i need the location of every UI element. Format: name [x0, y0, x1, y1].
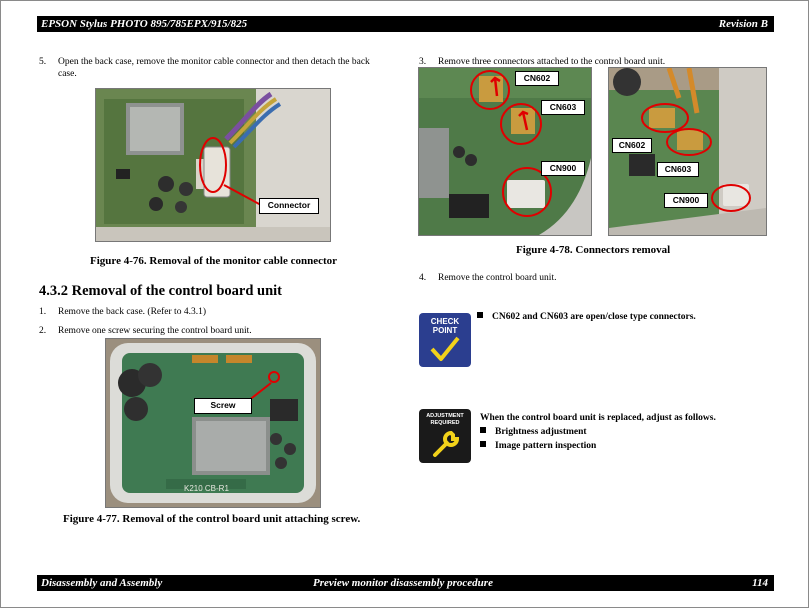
- fig78-label-cn602-a: CN602: [515, 71, 559, 86]
- step2-text: Remove one screw securing the control bo…: [58, 326, 252, 336]
- adjust-text: When the control board unit is replaced,…: [480, 413, 716, 423]
- step3-number: 3.: [419, 57, 427, 67]
- fig78-label-cn603-b: CN603: [657, 162, 699, 177]
- step5-text-line1: Open the back case, remove the monitor c…: [58, 57, 370, 67]
- section-title: 4.3.2 Removal of the control board unit: [39, 283, 283, 299]
- adjust-item-1-text: Brightness adjustment: [495, 427, 587, 437]
- fig77-caption: Figure 4-77. Removal of the control boar…: [63, 513, 361, 525]
- fig77-board-text: K210 CB-R1: [184, 484, 229, 493]
- bullet-square-icon: [480, 441, 486, 447]
- header-revision: Revision B: [718, 18, 768, 30]
- footer-page-number: 114: [752, 577, 768, 589]
- fig76-photo: [95, 88, 331, 242]
- fig78-left-illustration: [419, 68, 591, 235]
- fig78-label-cn900-b: CN900: [664, 193, 708, 208]
- page-footer: Disassembly and Assembly Preview monitor…: [37, 575, 774, 591]
- footer-center: Preview monitor disassembly procedure: [313, 577, 493, 589]
- checkmark-icon: [430, 336, 460, 361]
- fig78-label-cn900-a: CN900: [541, 161, 585, 176]
- fig77-screw-label: Screw: [194, 398, 252, 414]
- adjust-icon-line1: ADJUSTMENT: [426, 413, 464, 419]
- check-point-text-content: CN602 and CN603 are open/close type conn…: [492, 312, 696, 322]
- check-icon-line1: CHECK: [430, 317, 460, 326]
- adjust-item-2-text: Image pattern inspection: [495, 441, 597, 451]
- page-header: EPSON Stylus PHOTO 895/785EPX/915/825 Re…: [37, 16, 774, 32]
- fig76-connector-label: Connector: [259, 198, 319, 214]
- fig78-label-cn603-a: CN603: [541, 100, 585, 115]
- check-point-icon: CHECK POINT: [419, 313, 471, 367]
- step5-number: 5.: [39, 57, 47, 67]
- fig78-right-illustration: [609, 68, 766, 235]
- fig78-photo-left: [418, 67, 592, 236]
- adjust-item-1: Brightness adjustment: [480, 426, 587, 438]
- fig77-illustration: K210 CB-R1: [106, 339, 320, 507]
- fig78-caption: Figure 4-78. Connectors removal: [516, 244, 671, 256]
- step3-text: Remove three connectors attached to the …: [438, 57, 666, 67]
- adjustment-required-icon: ADJUSTMENT REQUIRED: [419, 409, 471, 463]
- fig76-illustration: [96, 89, 330, 241]
- step1-number: 1.: [39, 307, 47, 317]
- step2-number: 2.: [39, 326, 47, 336]
- check-icon-line2: POINT: [432, 326, 458, 335]
- fig78-label-cn602-b: CN602: [612, 138, 652, 153]
- bullet-square-icon: [477, 312, 483, 318]
- step4-text: Remove the control board unit.: [438, 273, 557, 283]
- header-title: EPSON Stylus PHOTO 895/785EPX/915/825: [41, 18, 248, 30]
- adjust-icon-line2: REQUIRED: [430, 420, 460, 426]
- bullet-square-icon: [480, 427, 486, 433]
- step5-text-line2: case.: [58, 69, 77, 79]
- fig78-photo-right: [608, 67, 767, 236]
- step1-text: Remove the back case. (Refer to 4.3.1): [58, 307, 206, 317]
- adjust-item-2: Image pattern inspection: [480, 440, 596, 452]
- check-point-text: CN602 and CN603 are open/close type conn…: [477, 311, 696, 323]
- step4-number: 4.: [419, 273, 427, 283]
- fig76-caption: Figure 4-76. Removal of the monitor cabl…: [90, 255, 338, 267]
- fig77-photo: K210 CB-R1: [105, 338, 321, 508]
- wrench-icon: [433, 430, 460, 457]
- footer-left: Disassembly and Assembly: [41, 577, 163, 589]
